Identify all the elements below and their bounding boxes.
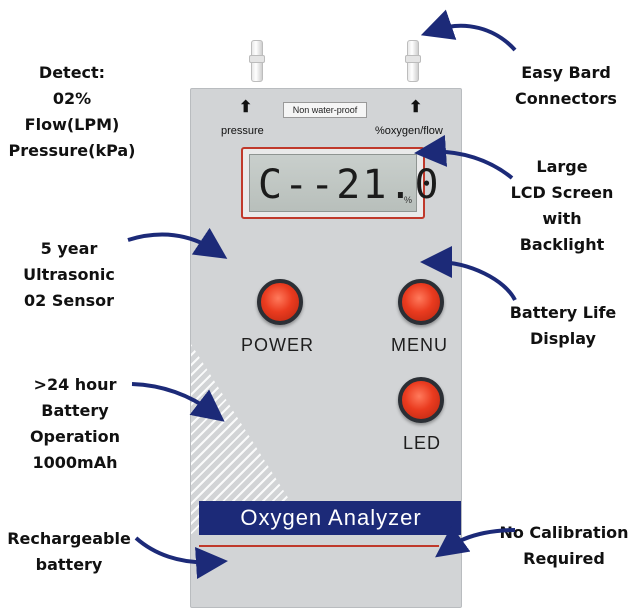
rechargeable-line-2: battery	[35, 555, 103, 574]
battery-life-line-2: Display	[530, 329, 596, 348]
lcd-line-2: LCD Screen	[510, 183, 614, 202]
lcd-callout: Large LCD Screen with Backlight	[500, 154, 624, 258]
connectors-callout: Easy Bard Connectors	[496, 60, 636, 112]
battery-life-line-1: Battery Life	[509, 303, 617, 322]
detect-callout: Detect: 02% Flow(LPM) Pressure(kPa)	[2, 60, 142, 164]
rechargeable-line-1: Rechargeable	[7, 529, 131, 548]
power-label: POWER	[241, 335, 315, 355]
detect-line-3: Flow(LPM)	[24, 115, 120, 134]
calibration-line-1: No Calibration	[499, 523, 629, 542]
red-divider-line	[199, 545, 439, 547]
battery-operation-line-2: Battery	[41, 401, 109, 420]
lcd-screen-frame: C--21.0 %	[241, 147, 439, 219]
lcd-line-1: Large	[536, 157, 588, 176]
pressure-port-label: pressure	[221, 125, 264, 137]
non-waterproof-label: Non water-proof	[283, 102, 367, 118]
detect-line-1: Detect:	[38, 63, 106, 82]
lcd-unit: %	[403, 195, 412, 205]
led-label: LED	[403, 433, 442, 453]
battery-life-callout: Battery Life Display	[498, 300, 628, 352]
battery-operation-callout: >24 hour Battery Operation 1000mAh	[20, 372, 130, 476]
lcd-reading: C--21.0	[258, 162, 441, 208]
calibration-callout: No Calibration Required	[490, 520, 638, 572]
rechargeable-callout: Rechargeable battery	[2, 526, 136, 578]
lcd-line-4: Backlight	[519, 235, 605, 254]
battery-operation-line-1: >24 hour	[33, 375, 117, 394]
pressure-connector	[249, 40, 265, 82]
battery-operation-line-4: 1000mAh	[32, 453, 118, 472]
oxygen-connector	[405, 40, 421, 82]
led-button[interactable]	[398, 377, 444, 423]
calibration-line-2: Required	[523, 549, 605, 568]
sensor-line-1: 5 year	[40, 239, 98, 258]
battery-operation-line-3: Operation	[29, 427, 121, 446]
menu-button[interactable]	[398, 279, 444, 325]
oxygen-flow-port-label: %oxygen/flow	[375, 125, 443, 137]
detect-line-4: Pressure(kPa)	[8, 141, 136, 160]
lcd-line-3: with	[542, 209, 582, 228]
connectors-arrow-icon	[420, 9, 517, 52]
oxygen-port-arrow-icon: ⬆	[409, 99, 423, 116]
sensor-callout: 5 year Ultrasonic 02 Sensor	[14, 236, 124, 314]
pressure-port-arrow-icon: ⬆	[239, 99, 253, 116]
connectors-line-2: Connectors	[515, 89, 617, 108]
power-button[interactable]	[257, 279, 303, 325]
sensor-line-3: 02 Sensor	[23, 291, 114, 310]
lcd-screen: C--21.0 %	[249, 154, 439, 212]
sensor-line-2: Ultrasonic	[23, 265, 115, 284]
oxygen-analyzer-device: ⬆ pressure Non water-proof ⬆ %oxygen/flo…	[190, 88, 462, 608]
detect-line-2: 02%	[52, 89, 92, 108]
connectors-line-1: Easy Bard	[521, 63, 611, 82]
menu-label: MENU	[391, 335, 448, 355]
brand-name-band: Oxygen Analyzer	[199, 501, 461, 535]
